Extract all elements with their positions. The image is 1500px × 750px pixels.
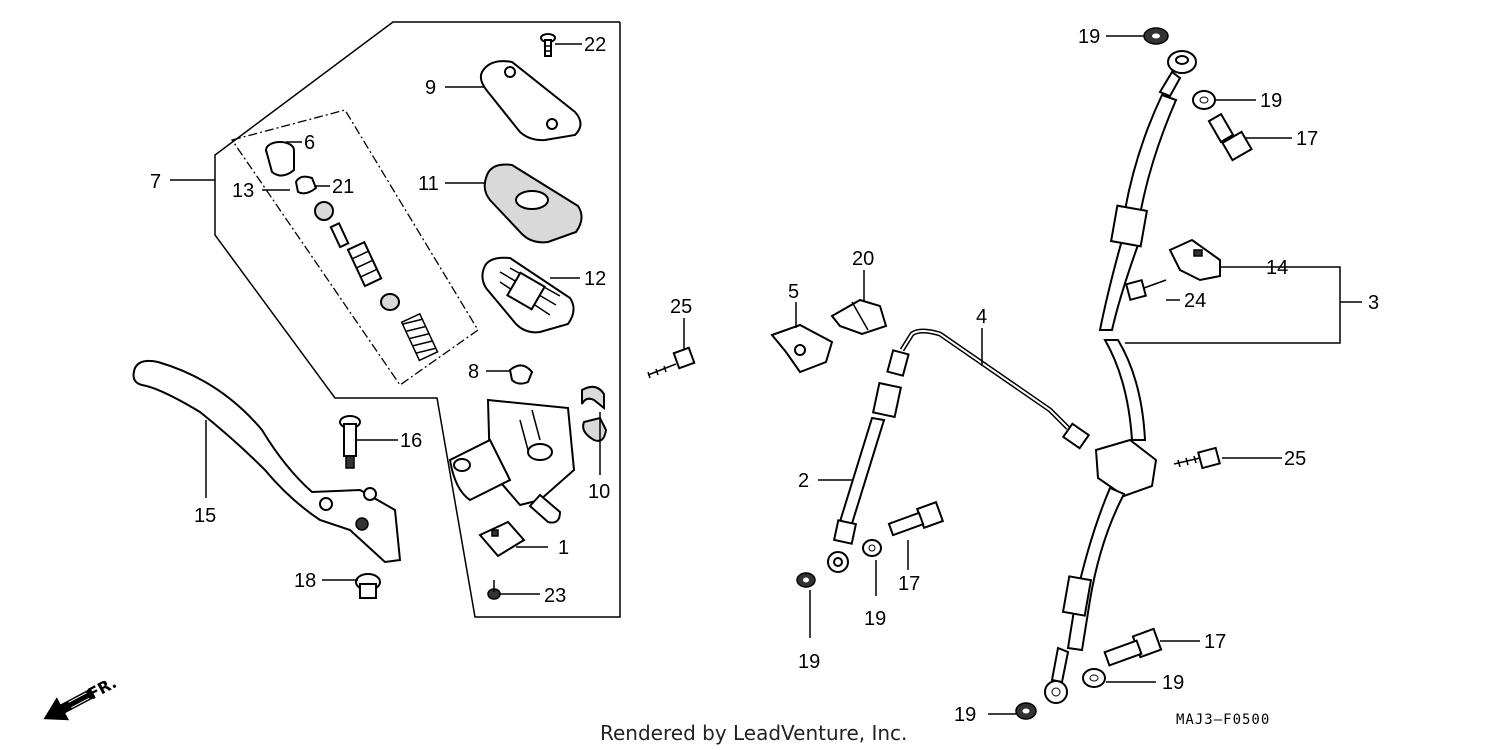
label-3: 3 bbox=[1368, 292, 1379, 314]
label-6: 6 bbox=[304, 132, 315, 154]
label-7: 7 bbox=[150, 171, 161, 193]
washer-19-left bbox=[796, 572, 816, 588]
label-12: 12 bbox=[584, 268, 606, 290]
label-4: 4 bbox=[976, 306, 987, 328]
label-17-upper: 17 bbox=[1296, 128, 1318, 150]
label-15: 15 bbox=[194, 505, 216, 527]
part-screw-22 bbox=[540, 33, 556, 57]
part-hose-3-upper bbox=[1098, 50, 1197, 441]
part-clip-8 bbox=[508, 364, 534, 385]
part-nut-18 bbox=[355, 573, 381, 599]
front-direction-indicator: FR. bbox=[43, 673, 120, 721]
label-19-bottom: 19 bbox=[954, 704, 976, 726]
label-25-left: 25 bbox=[670, 296, 692, 318]
label-10: 10 bbox=[588, 481, 610, 503]
part-piston-set-13 bbox=[314, 201, 439, 362]
label-19-left: 19 bbox=[798, 651, 820, 673]
label-25-right: 25 bbox=[1284, 448, 1306, 470]
part-reservoir-cap-9 bbox=[479, 60, 582, 142]
part-bracket-5 bbox=[770, 323, 834, 374]
label-19-upper-right: 19 bbox=[1260, 90, 1282, 112]
label-19-top: 19 bbox=[1078, 26, 1100, 48]
part-plate-11 bbox=[483, 163, 583, 244]
leader-lines bbox=[170, 35, 1362, 715]
part-bolt-17-lower bbox=[1103, 627, 1163, 667]
part-clamp-10 bbox=[581, 385, 608, 442]
part-clamp-14 bbox=[1168, 238, 1221, 282]
front-arrow-icon bbox=[43, 688, 96, 721]
label-8: 8 bbox=[468, 361, 479, 383]
label-21: 21 bbox=[332, 176, 354, 198]
part-brake-pipe-4 bbox=[886, 328, 1091, 450]
part-brake-lever-15 bbox=[132, 359, 402, 564]
diagram-code: MAJ3—F0500 bbox=[1176, 712, 1270, 728]
part-clip-20 bbox=[830, 298, 888, 336]
label-23: 23 bbox=[544, 585, 566, 607]
label-24: 24 bbox=[1184, 290, 1206, 312]
render-credit: Rendered by LeadVenture, Inc. bbox=[600, 721, 907, 745]
part-bolt-24 bbox=[1124, 278, 1167, 302]
part-bolt-17-mid bbox=[887, 500, 945, 537]
label-22: 22 bbox=[584, 34, 606, 56]
label-16: 16 bbox=[400, 430, 422, 452]
part-circlip-21 bbox=[294, 175, 318, 195]
label-17-mid: 17 bbox=[898, 573, 920, 595]
label-20: 20 bbox=[852, 248, 874, 270]
label-9: 9 bbox=[425, 77, 436, 99]
label-19-mid: 19 bbox=[864, 608, 886, 630]
label-1: 1 bbox=[558, 537, 569, 559]
part-boot-6 bbox=[265, 141, 295, 177]
part-pivot-bolt-16 bbox=[339, 415, 361, 469]
part-bolt-25-right bbox=[1173, 446, 1221, 470]
label-19-lower-right: 19 bbox=[1162, 672, 1184, 694]
part-screw-23 bbox=[487, 580, 501, 600]
label-18: 18 bbox=[294, 570, 316, 592]
label-17-lower: 17 bbox=[1204, 631, 1226, 653]
part-bolt-17-upper bbox=[1207, 112, 1253, 162]
label-5: 5 bbox=[788, 281, 799, 303]
part-hose-3-lower bbox=[1044, 486, 1126, 704]
washer-19-top bbox=[1143, 27, 1169, 45]
washer-19-upper-right bbox=[1192, 90, 1216, 110]
label-11: 11 bbox=[418, 173, 439, 195]
part-bolt-25-left bbox=[647, 346, 696, 379]
hose-joint bbox=[1094, 438, 1158, 498]
part-labels: 22 9 11 12 6 21 13 7 8 10 1 23 16 15 18 … bbox=[150, 26, 1379, 726]
washer-19-mid bbox=[862, 539, 882, 557]
part-hose-2 bbox=[827, 381, 903, 573]
washer-19-lower-right bbox=[1082, 668, 1106, 688]
assembly-frame bbox=[214, 21, 621, 618]
part-diaphragm-12 bbox=[481, 256, 575, 334]
label-13: 13 bbox=[232, 180, 254, 202]
label-14: 14 bbox=[1266, 257, 1288, 279]
label-2: 2 bbox=[798, 470, 809, 492]
washer-19-bottom bbox=[1015, 702, 1037, 720]
part-switch-1 bbox=[478, 520, 526, 558]
master-cylinder-body bbox=[448, 398, 576, 524]
